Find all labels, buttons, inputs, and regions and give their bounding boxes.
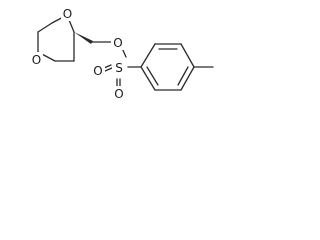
sulfonyl-oxygen-bottom-label: O	[114, 87, 123, 101]
benzene-ring	[140, 43, 195, 91]
chemical-structure: O O O S O O	[30, 6, 214, 101]
sulfonyl-oxygen-left-label: O	[93, 64, 102, 78]
ester-oxygen-label: O	[113, 36, 122, 50]
sulfur-label: S	[115, 61, 123, 75]
dioxane-ring	[37, 14, 75, 62]
sulfonyl-double-bond-left	[103, 64, 113, 72]
ring-oxygen-left-label: O	[32, 53, 41, 67]
atom-labels: O O O S O O	[30, 6, 126, 101]
ring-oxygen-top-label: O	[63, 7, 72, 21]
bond-c1b	[37, 22, 53, 33]
stereo-wedge-bond	[74, 32, 93, 44]
